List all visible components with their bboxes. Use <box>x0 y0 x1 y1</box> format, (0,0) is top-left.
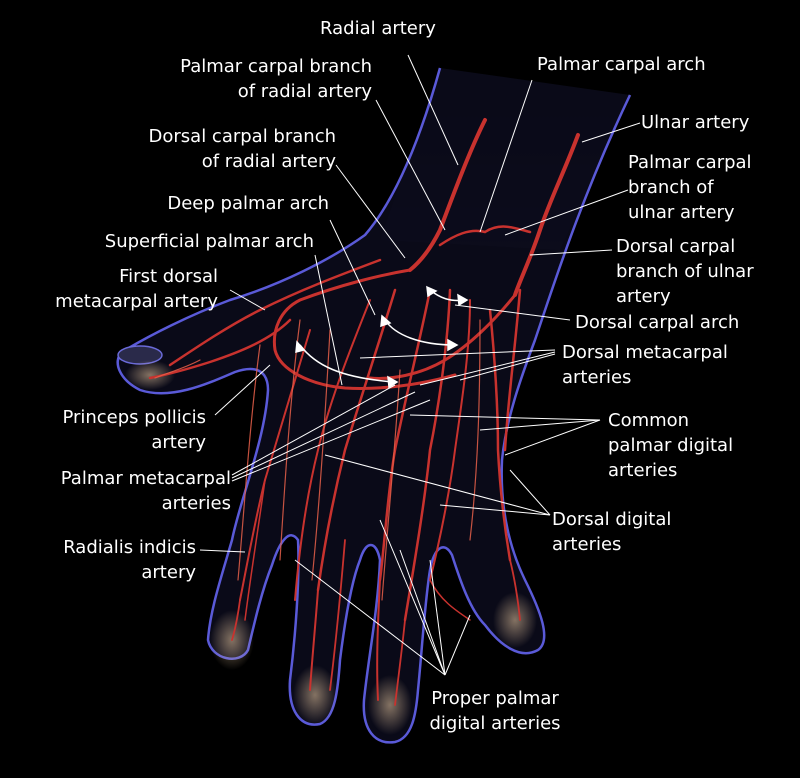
label-first-dorsal-metacarpal: First dorsal metacarpal artery <box>30 264 218 314</box>
label-line: metacarpal artery <box>55 291 218 312</box>
label-palmar-carpal-branch-ulnar: Palmar carpal branch of ulnar artery <box>628 150 752 225</box>
anastomosis-arrows <box>295 285 469 389</box>
label-line: Common <box>608 410 690 431</box>
label-line: Palmar carpal <box>628 152 752 173</box>
label-line: palmar digital <box>608 435 734 456</box>
label-radial-artery-text: Radial artery <box>320 18 436 39</box>
label-line: arteries <box>552 534 622 555</box>
label-line: Dorsal digital <box>552 509 672 530</box>
label-line: Princeps pollicis <box>62 407 206 428</box>
label-superficial-palmar-arch: Superficial palmar arch <box>70 229 314 254</box>
label-proper-palmar-digital: Proper palmar digital arteries <box>400 686 590 736</box>
label-ulnar-artery-text: Ulnar artery <box>641 112 750 133</box>
label-line: arteries <box>562 367 632 388</box>
label-deep-palmar-arch-text: Deep palmar arch <box>167 193 329 214</box>
label-line: of radial artery <box>237 81 372 102</box>
label-line: artery <box>151 432 206 453</box>
label-dorsal-carpal-arch-text: Dorsal carpal arch <box>575 312 740 333</box>
thumb-tip-glow <box>125 360 175 390</box>
ring-fingertip-glow <box>368 675 412 735</box>
label-line: branch of <box>628 177 714 198</box>
label-radialis-indicis: Radialis indicis artery <box>30 535 196 585</box>
label-superficial-palmar-arch-text: Superficial palmar arch <box>104 231 314 252</box>
label-radial-artery: Radial artery <box>320 16 436 41</box>
label-palmar-metacarpal: Palmar metacarpal arteries <box>30 466 231 516</box>
label-line: Dorsal metacarpal <box>562 342 728 363</box>
label-line: Palmar carpal branch <box>180 56 372 77</box>
label-line: Dorsal carpal <box>616 236 736 257</box>
little-fingertip-glow <box>493 592 537 648</box>
label-line: ulnar artery <box>628 202 735 223</box>
label-line: arteries <box>608 460 678 481</box>
label-dorsal-carpal-branch-ulnar: Dorsal carpal branch of ulnar artery <box>616 234 754 309</box>
arteries-light <box>154 319 481 601</box>
label-line: Dorsal carpal branch <box>148 126 336 147</box>
label-palmar-carpal-arch: Palmar carpal arch <box>537 52 706 77</box>
label-ulnar-artery: Ulnar artery <box>641 110 749 135</box>
label-princeps-pollicis: Princeps pollicis artery <box>30 405 206 455</box>
label-dorsal-digital: Dorsal digital arteries <box>552 507 671 557</box>
leader-lines <box>199 54 641 676</box>
label-line: digital arteries <box>429 713 561 734</box>
label-line: First dorsal <box>119 266 218 287</box>
middle-fingertip-glow <box>293 665 337 725</box>
label-line: artery <box>616 286 671 307</box>
label-common-palmar-digital: Common palmar digital arteries <box>608 408 733 483</box>
label-line: Palmar metacarpal <box>60 468 231 489</box>
label-dorsal-carpal-branch-radial: Dorsal carpal branch of radial artery <box>120 124 336 174</box>
label-dorsal-metacarpal: Dorsal metacarpal arteries <box>562 340 728 390</box>
label-palmar-carpal-branch-radial: Palmar carpal branch of radial artery <box>150 54 372 104</box>
arteries <box>148 118 580 706</box>
label-line: arteries <box>161 493 231 514</box>
label-line: artery <box>141 562 196 583</box>
label-line: Radialis indicis <box>63 537 196 558</box>
label-deep-palmar-arch: Deep palmar arch <box>140 191 329 216</box>
label-dorsal-carpal-arch: Dorsal carpal arch <box>575 310 739 335</box>
label-line: branch of ulnar <box>616 261 754 282</box>
label-palmar-carpal-arch-text: Palmar carpal arch <box>537 54 706 75</box>
label-line: Proper palmar <box>431 688 559 709</box>
label-line: of radial artery <box>201 151 336 172</box>
